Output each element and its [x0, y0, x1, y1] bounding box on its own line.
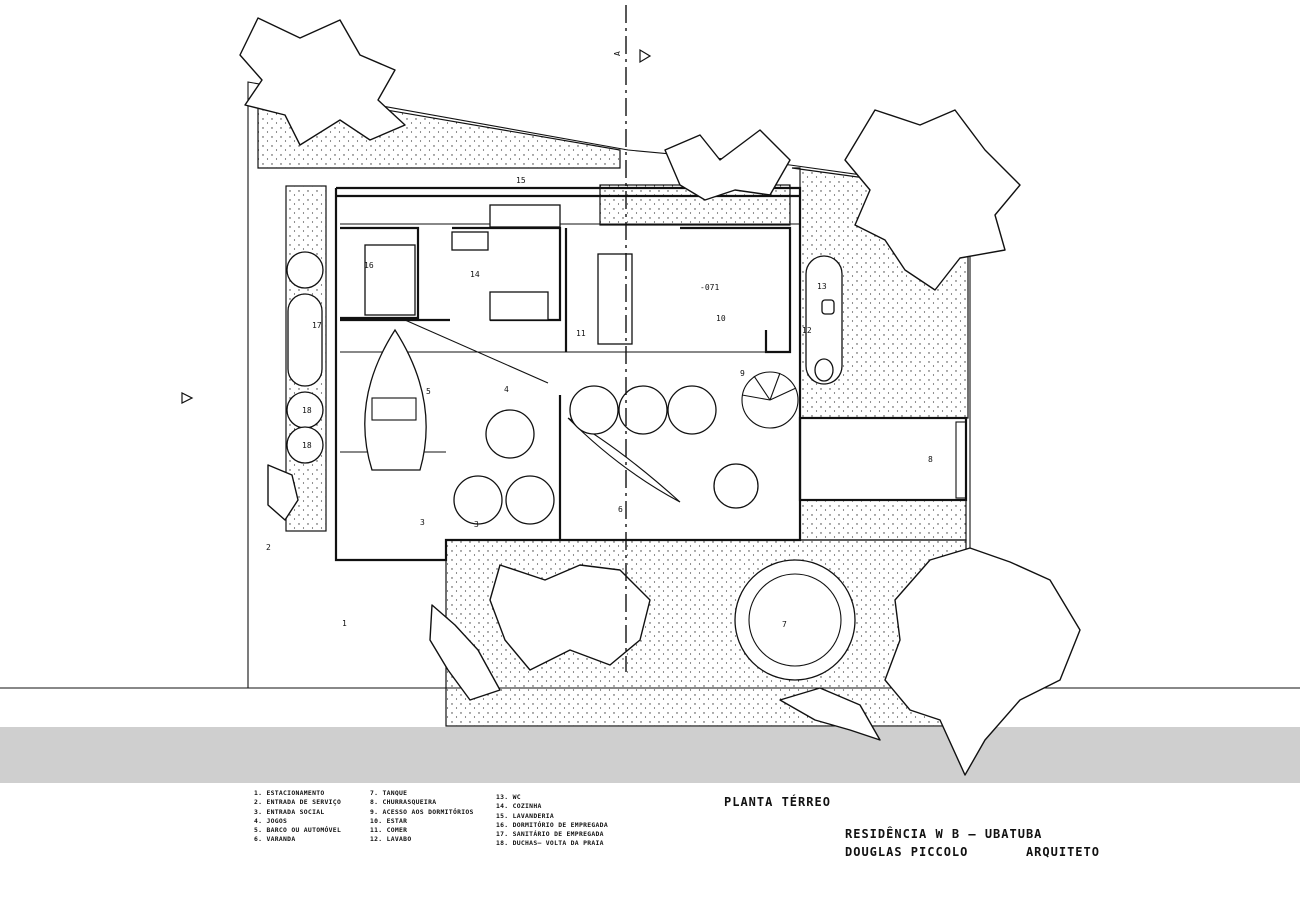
street-band [0, 727, 1300, 783]
living-wall [680, 226, 792, 354]
room-label-18a: 18 [302, 406, 312, 415]
tree-front-middle [779, 687, 881, 741]
legend-item: 17. SANITÁRIO DE EMPREGADA [496, 830, 604, 839]
stair-tread [753, 375, 771, 401]
legend-item: 9. ACESSO AOS DORMITÓRIOS [370, 807, 474, 816]
legend-item: 11. COMER [370, 826, 408, 835]
boat [364, 328, 427, 471]
bbq-area [798, 416, 968, 502]
wc-bowl [814, 358, 834, 382]
house-outer-wall [334, 186, 802, 562]
architect-credit: DOUGLAS PICCOLO ARQUITETO [845, 845, 1100, 859]
legend-item: 1. ESTACIONAMENTO [254, 789, 325, 797]
room-label-17: 17 [312, 321, 322, 330]
cooktop [451, 231, 489, 251]
garden-east-strip [799, 499, 967, 541]
maid-bed [364, 244, 416, 316]
water-tank-outer [734, 559, 856, 681]
room-label-11: 11 [576, 329, 586, 338]
room-label-7: 7 [782, 620, 787, 629]
legend-item: 18. DUCHAS— VOLTA DA PRAIA [496, 839, 604, 848]
tree-south-left-small [429, 604, 501, 701]
room-label-15: 15 [516, 176, 526, 185]
room-label-8: 8 [928, 455, 933, 464]
stair-tread [769, 387, 797, 401]
maid-wc-capsule [287, 293, 323, 387]
legend-item: 10. ESTAR [370, 816, 408, 825]
dining-table [597, 253, 633, 345]
view-title: PLANTA TÉRREO [724, 795, 831, 809]
legend-column-3: 13. WC 14. COZINHA 15. LAVANDERIA 16. DO… [496, 793, 608, 849]
lavabo-capsule [805, 255, 843, 385]
maid-bath-capsule [286, 251, 324, 289]
island-counter [489, 291, 549, 321]
legend-item: 4. JOGOS [254, 816, 288, 825]
project-title: RESIDÊNCIA W B — UBATUBA [845, 827, 1043, 841]
section-marker-label: A [613, 51, 622, 56]
tree-top-right [844, 109, 1021, 291]
legend-column-2: 7. TANQUE 8. CHURRASQUEIRA 9. ACESSO AOS… [370, 789, 474, 845]
room-label-12: 12 [802, 326, 812, 335]
legend-item: 8. CHURRASQUEIRA [370, 798, 437, 807]
folding-seat-row-lower [453, 475, 555, 525]
bbq-grill [955, 421, 967, 499]
legend-item: 6. VARANDA [254, 835, 296, 844]
legend-column-1: 1. ESTACIONAMENTO 2. ENTRADA DE SERVIÇO … [254, 789, 341, 845]
west-entry-arrow [181, 392, 194, 404]
legend-item: 15. LAVANDERIA [496, 811, 555, 820]
tree-south-right [884, 547, 1081, 776]
tree-top-center [664, 129, 791, 201]
room-label-1: 1 [342, 619, 347, 628]
room-label-3a: 3 [420, 518, 425, 527]
room-label-16: 16 [364, 261, 374, 270]
wc-fixture [821, 299, 835, 315]
hammock [567, 417, 681, 503]
tree-west-small [267, 464, 299, 521]
shower-capsule-2 [286, 426, 324, 464]
legend-item: 12. LAVABO [370, 835, 412, 844]
room-label-6: 6 [618, 505, 623, 514]
room-label-13: 13 [817, 282, 827, 291]
room-label-3b: 3 [474, 520, 479, 529]
games-table [485, 409, 535, 459]
room-label-10: 10 [716, 314, 726, 323]
tree-top-left [239, 17, 406, 146]
maid-room-walls [340, 226, 420, 320]
water-tank-inner [748, 573, 842, 667]
legend-item: 5. BARCO OU AUTOMÓVEL [254, 826, 342, 835]
room-label-14: 14 [470, 270, 480, 279]
veranda-table [713, 463, 759, 509]
room-label-5: 5 [426, 387, 431, 396]
stair-tread [741, 394, 771, 401]
boat-seat [371, 397, 417, 421]
stair-tread [769, 372, 781, 401]
room-label-18b: 18 [302, 441, 312, 450]
room-label-4: 4 [504, 385, 509, 394]
sink-counter [489, 204, 561, 228]
legend-item: 2. ENTRADA DE SERVIÇO [254, 798, 342, 807]
section-arrow-top [639, 48, 652, 64]
room-label-2: 2 [266, 543, 271, 552]
level-mark: -071 [700, 283, 719, 292]
legend-item: 13. WC [496, 793, 521, 801]
room-label-9: 9 [740, 369, 745, 378]
spiral-stair [741, 371, 799, 429]
hammock-line [404, 319, 549, 384]
tree-south-left [489, 564, 651, 671]
legend-item: 3. ENTRADA SOCIAL [254, 807, 325, 816]
legend-item: 14. COZINHA [496, 802, 542, 811]
legend-item: 16. DORMITÓRIO DE EMPREGADA [496, 820, 608, 829]
folding-seat-row-upper [569, 385, 717, 435]
legend-item: 7. TANQUE [370, 789, 408, 797]
